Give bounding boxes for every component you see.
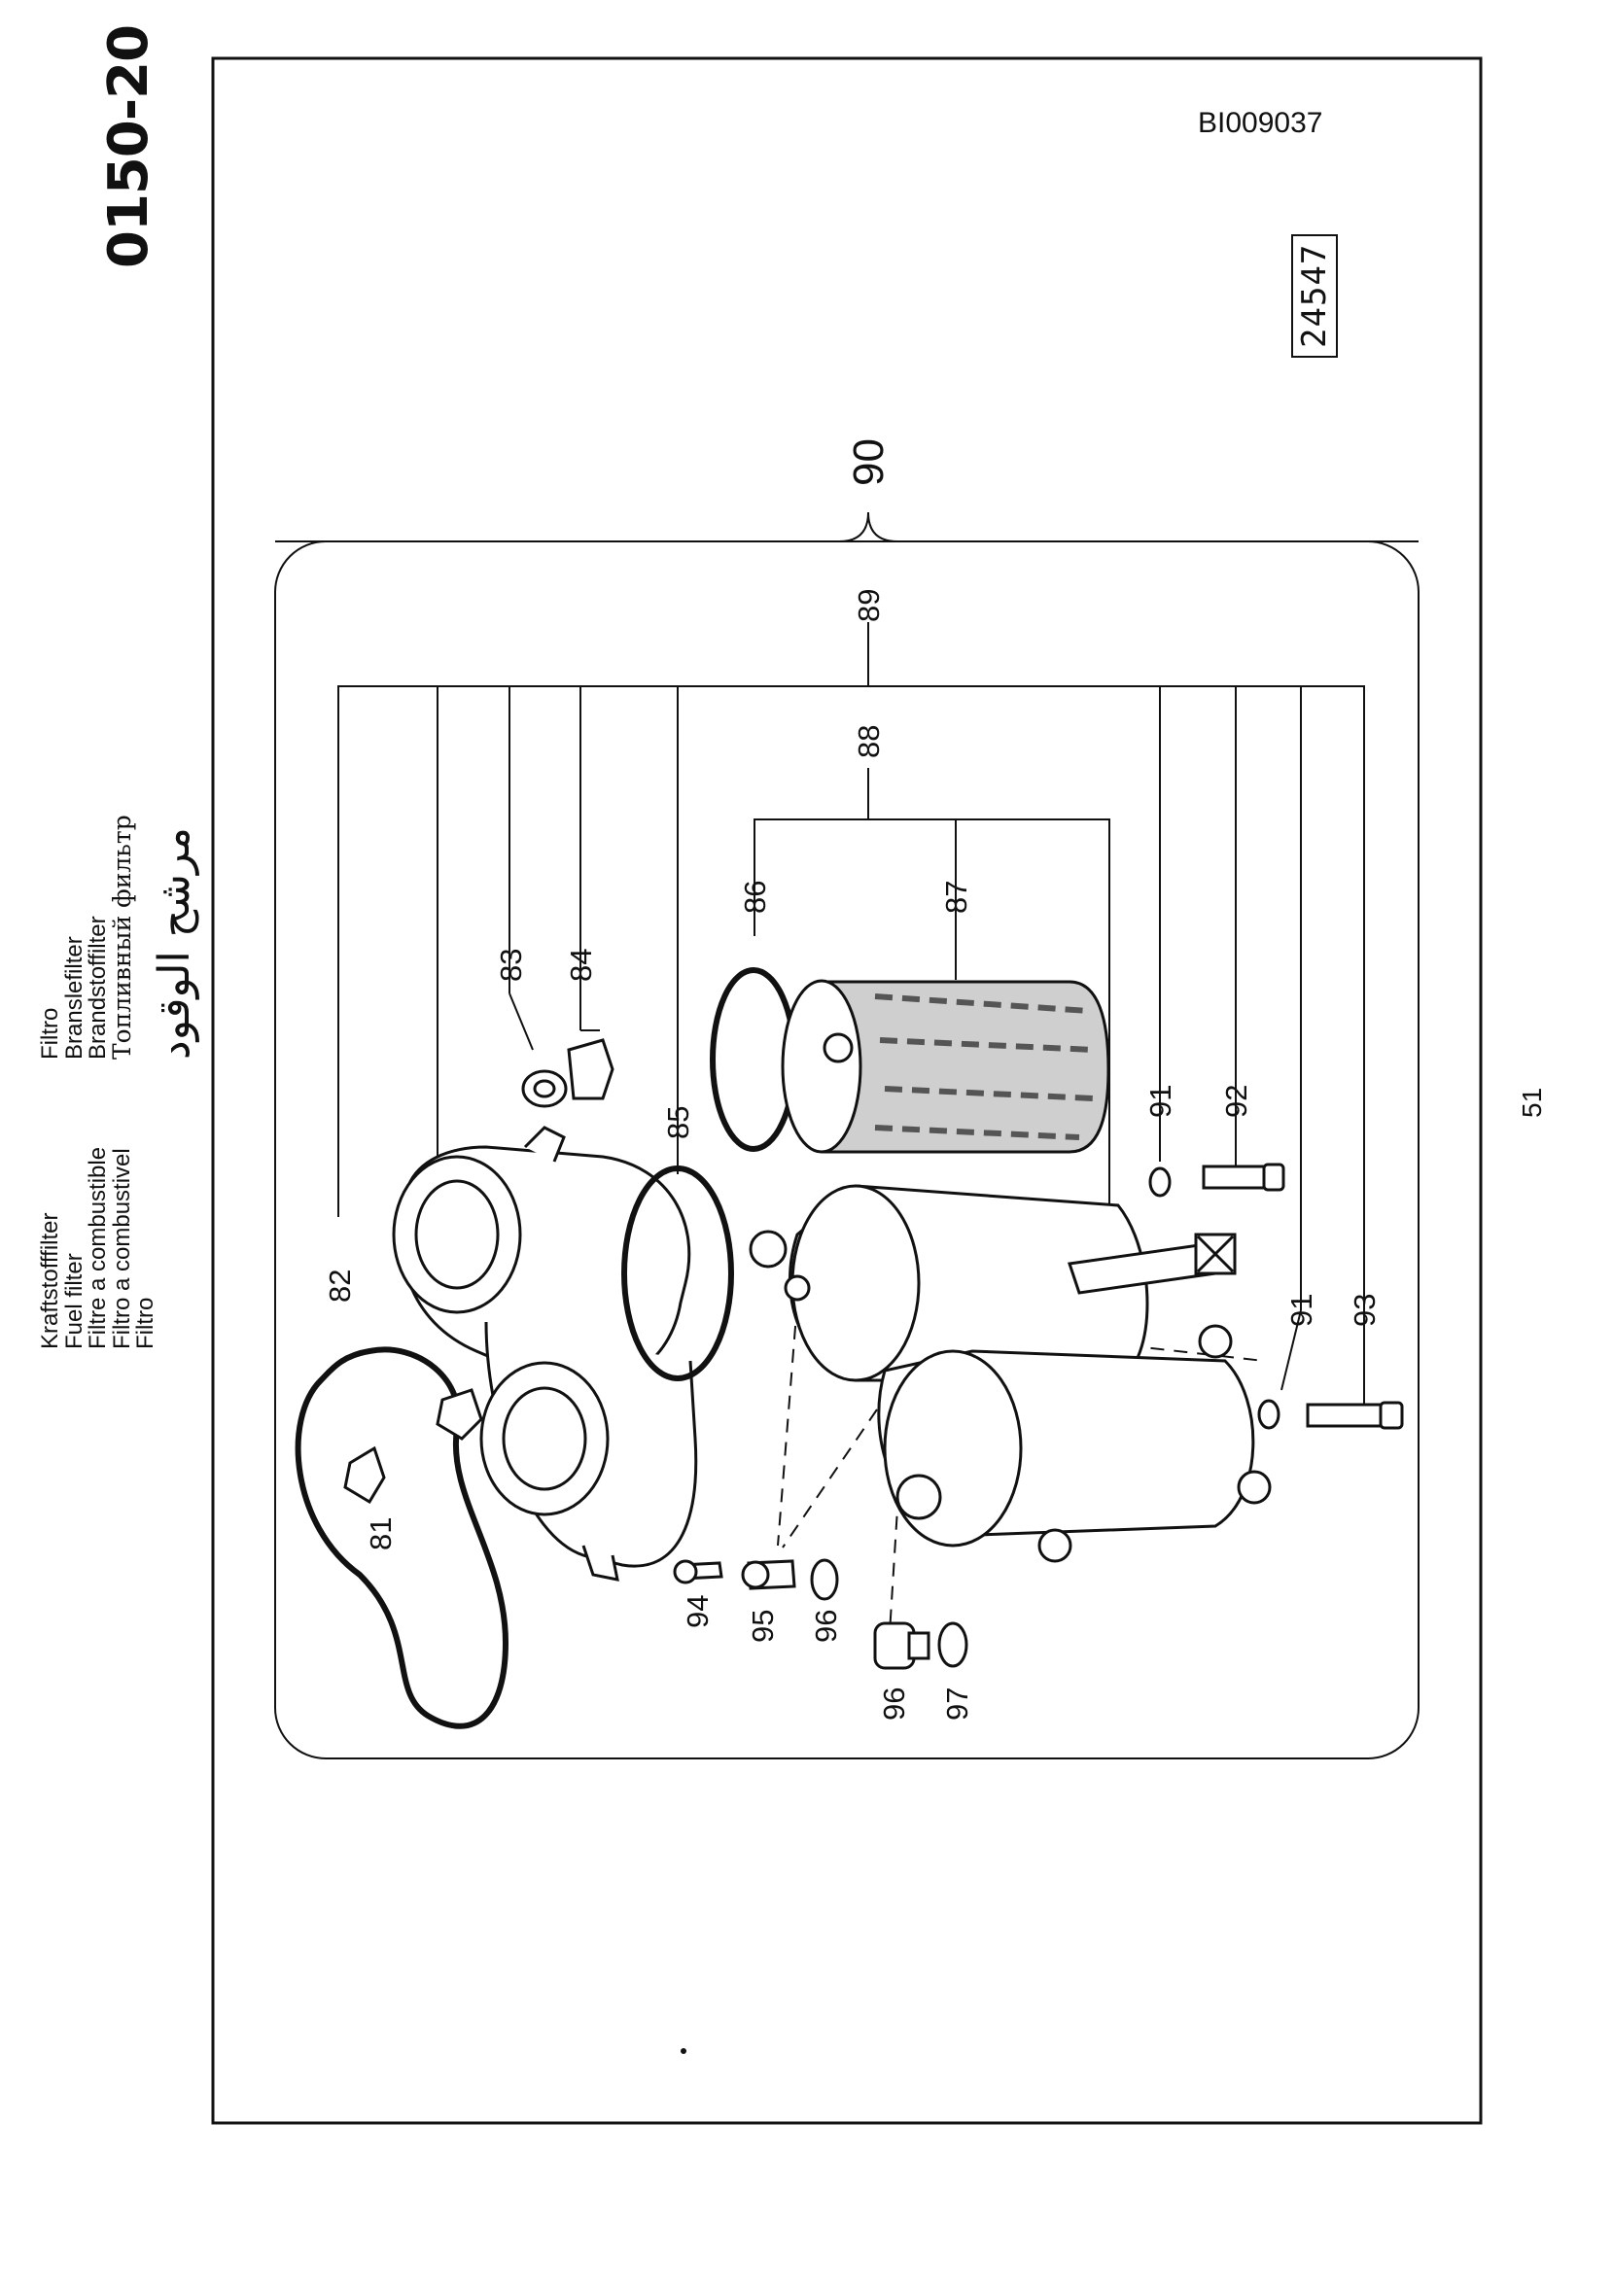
- bolt-icon: [1202, 1163, 1404, 1430]
- callout-88: 88: [852, 725, 886, 758]
- callout-93: 93: [1348, 1294, 1382, 1327]
- filter-element-icon: [781, 979, 1110, 1154]
- callout-83: 83: [494, 949, 528, 982]
- callout-87: 87: [939, 881, 973, 914]
- callout-85: 85: [661, 1106, 695, 1139]
- filter-housing-icon: [392, 1126, 698, 1582]
- callout-92: 92: [1219, 1085, 1253, 1118]
- washer-icon: [1148, 1166, 1280, 1430]
- assembly-brace: [275, 511, 1419, 542]
- callout-84: 84: [564, 949, 598, 982]
- gasket-icon: [295, 1346, 509, 1729]
- callout-94: 94: [681, 1595, 715, 1628]
- callout-91b: 91: [1284, 1294, 1318, 1327]
- leader-lines: [337, 622, 1365, 1408]
- callout-81: 81: [364, 1517, 398, 1550]
- drain-parts-icon: [673, 1558, 968, 1670]
- plug-icon: [521, 1038, 614, 1108]
- callout-96a: 96: [809, 1610, 843, 1643]
- callout-86: 86: [738, 881, 772, 914]
- callout-89: 89: [852, 589, 886, 622]
- document-id: BI009037: [1198, 107, 1323, 139]
- callout-labels: 81 82 83 84 85 86 87 88 89 90 91 91 92 9…: [323, 438, 1382, 1721]
- filter-bowl-icon: [749, 1184, 1272, 1563]
- stray-mark: [681, 2048, 686, 2054]
- callout-90: 90: [845, 438, 893, 486]
- callout-95: 95: [746, 1610, 780, 1643]
- seal-ring-icon: [621, 1165, 734, 1381]
- callout-97: 96: [877, 1687, 911, 1721]
- callout-96b: 97: [940, 1687, 974, 1721]
- page-frame: [211, 56, 1483, 2125]
- callout-91a: 91: [1143, 1085, 1177, 1118]
- callout-82: 82: [323, 1270, 357, 1303]
